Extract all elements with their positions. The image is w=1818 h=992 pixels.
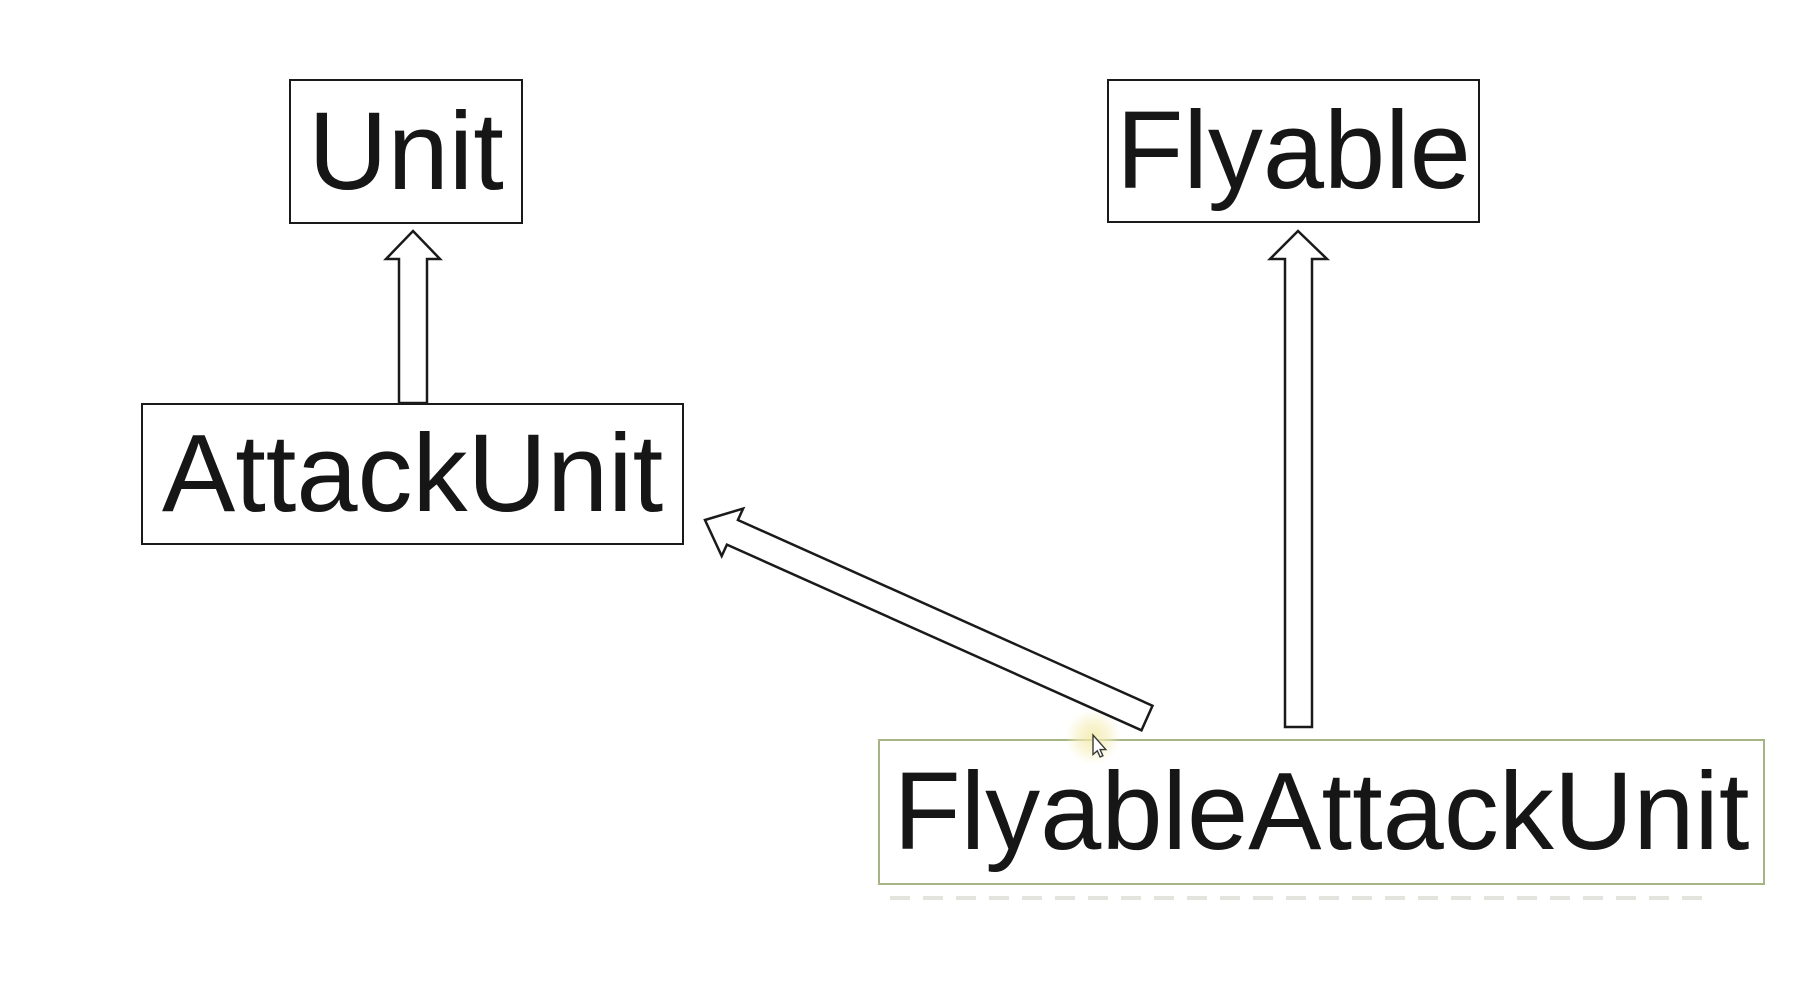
node-flyableattackunit-label: FlyableAttackUnit bbox=[893, 750, 1750, 873]
node-unit-label: Unit bbox=[308, 89, 504, 213]
node-attackunit[interactable]: AttackUnit bbox=[141, 403, 684, 545]
inheritance-arrow-flyableattackunit-to-flyable[interactable] bbox=[1266, 229, 1331, 729]
inheritance-arrow-flyableattackunit-to-attackunit[interactable] bbox=[703, 506, 1155, 732]
node-flyable[interactable]: Flyable bbox=[1107, 79, 1480, 223]
node-flyableattackunit[interactable]: FlyableAttackUnit bbox=[878, 739, 1765, 885]
node-flyable-label: Flyable bbox=[1116, 89, 1471, 212]
node-attackunit-label: AttackUnit bbox=[161, 412, 664, 535]
mouse-cursor-icon bbox=[1092, 733, 1108, 758]
inheritance-arrow-attackunit-to-unit[interactable] bbox=[383, 229, 443, 405]
node-unit[interactable]: Unit bbox=[289, 79, 523, 224]
